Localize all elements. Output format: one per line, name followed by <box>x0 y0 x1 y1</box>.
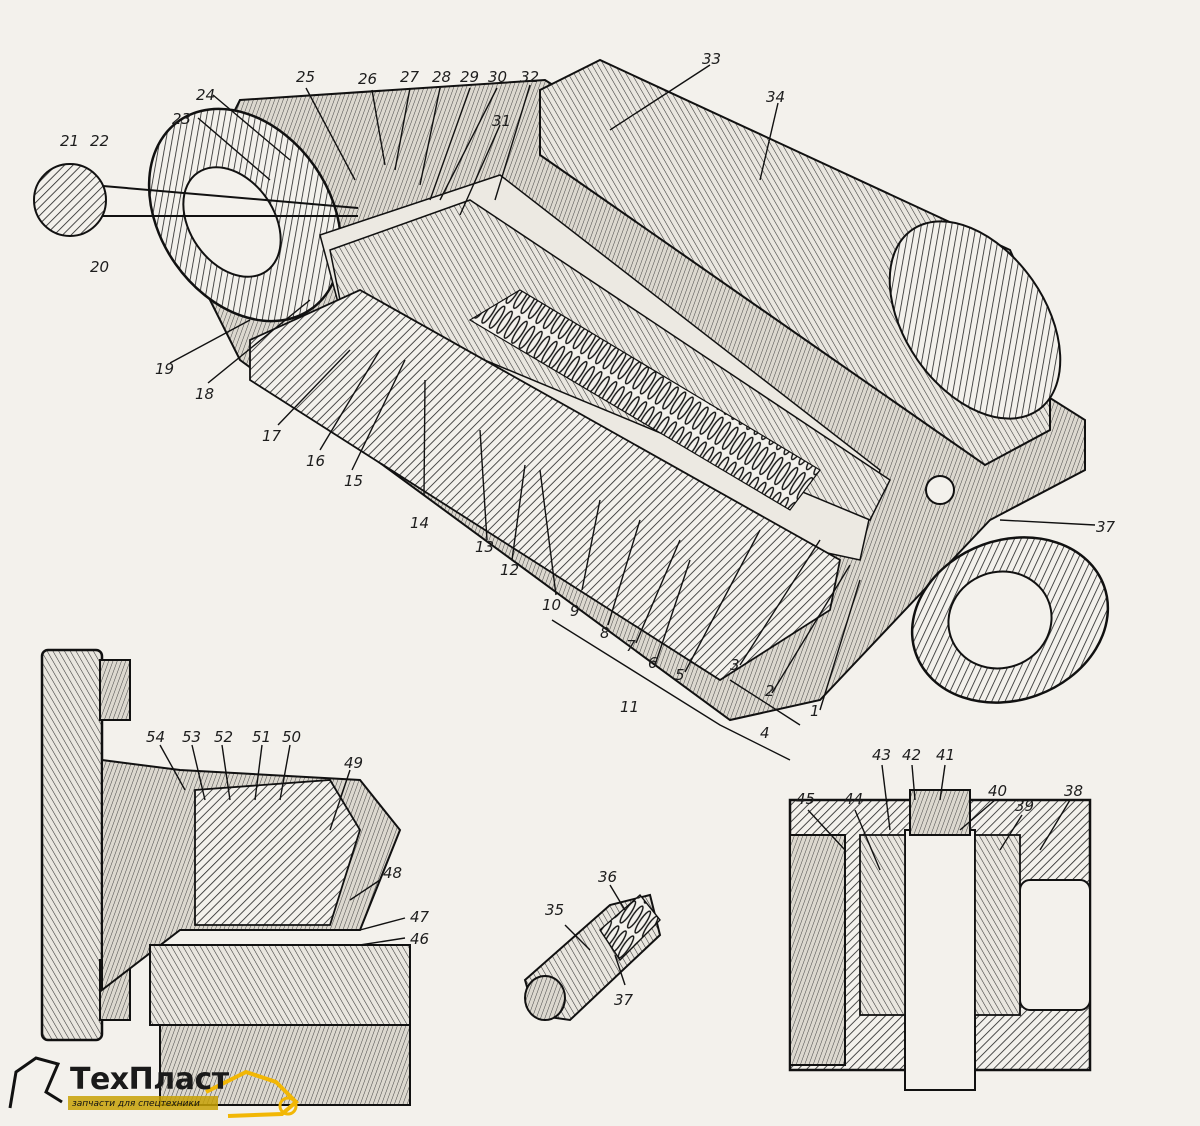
callout-40: 40 <box>988 782 1007 800</box>
callout-54: 54 <box>146 728 165 746</box>
callout-44: 44 <box>844 790 863 808</box>
callout-11: 11 <box>620 698 639 716</box>
callout-16: 16 <box>306 452 325 470</box>
plug-detail <box>925 475 955 505</box>
callout-51: 51 <box>252 728 271 746</box>
right-bushing <box>974 834 1021 1016</box>
callout-10: 10 <box>542 596 561 614</box>
callout-7: 7 <box>626 637 636 655</box>
callout-49: 49 <box>344 754 363 772</box>
callout-33: 33 <box>702 50 721 68</box>
callout-25: 25 <box>296 68 315 86</box>
callout-27: 27 <box>400 68 420 86</box>
callout-4: 4 <box>760 724 770 742</box>
callout-13: 13 <box>475 538 494 556</box>
callout-48: 48 <box>383 864 402 882</box>
bearing-section <box>194 779 361 926</box>
callout-20: 20 <box>90 258 109 276</box>
lower-wall <box>249 288 842 682</box>
callout-34: 34 <box>766 88 785 106</box>
logo-name: ТехПласт <box>70 1062 229 1097</box>
upper-housing-end-cap <box>888 220 1062 420</box>
bottom-left-assembly <box>40 648 411 1106</box>
callout-6: 6 <box>648 654 658 672</box>
cylinder-assembly <box>33 58 1110 722</box>
callout-46: 46 <box>410 930 429 948</box>
callout-42: 42 <box>902 746 921 764</box>
excavator-logo-icon <box>8 1056 299 1118</box>
lower-block <box>149 944 411 1026</box>
callout-2: 2 <box>765 682 775 700</box>
callout-labels: 1 2 3 4 5 6 7 8 9 10 11 12 13 14 15 16 1… <box>60 50 1116 1009</box>
callout-36: 36 <box>598 868 617 886</box>
callout-47: 47 <box>410 908 430 926</box>
callout-37b: 37 <box>1096 518 1116 536</box>
callout-28: 28 <box>432 68 451 86</box>
callout-5: 5 <box>675 666 685 684</box>
flange-bolt-upper <box>99 659 131 721</box>
hinge-window <box>1019 879 1091 1011</box>
right-eye-bore <box>947 570 1053 670</box>
callout-21: 21 <box>60 132 79 150</box>
callout-23: 23 <box>172 110 191 128</box>
callout-12: 12 <box>500 561 519 579</box>
callout-35: 35 <box>545 901 564 919</box>
spring <box>468 289 821 511</box>
callout-38: 38 <box>1064 782 1083 800</box>
callout-50: 50 <box>282 728 301 746</box>
callout-24: 24 <box>196 86 215 104</box>
callout-53: 53 <box>182 728 201 746</box>
callout-3: 3 <box>730 656 740 674</box>
callout-32: 32 <box>520 68 539 86</box>
callout-8: 8 <box>600 624 610 642</box>
callout-52: 52 <box>214 728 233 746</box>
callout-30: 30 <box>488 68 507 86</box>
ball-pin-thread <box>599 893 661 962</box>
logo-tagline: запчасти для спецтехники <box>72 1099 200 1109</box>
mount-flange <box>40 648 104 1042</box>
callout-18: 18 <box>195 385 214 403</box>
magnifier-line-top <box>102 185 359 209</box>
left-bushing <box>859 834 906 1016</box>
callout-39: 39 <box>1015 797 1034 815</box>
callout-37a: 37 <box>614 991 634 1009</box>
callout-15: 15 <box>344 472 363 490</box>
side-rings <box>789 834 846 1066</box>
ball-pin-head <box>524 975 566 1021</box>
detail-magnifier <box>33 163 107 237</box>
callout-19: 19 <box>155 360 174 378</box>
callout-1: 1 <box>810 702 820 720</box>
callout-45: 45 <box>796 790 815 808</box>
callout-31: 31 <box>492 112 511 130</box>
callout-41: 41 <box>936 746 955 764</box>
hinge-pin <box>904 829 976 1091</box>
callout-26: 26 <box>358 70 377 88</box>
callout-9: 9 <box>570 602 580 620</box>
callout-43: 43 <box>872 746 891 764</box>
bottom-right-section <box>788 789 1092 1091</box>
callout-14: 14 <box>410 514 429 532</box>
callout-29: 29 <box>460 68 479 86</box>
ball-pin-part <box>523 893 662 1022</box>
callout-22: 22 <box>90 132 109 150</box>
leader-lines <box>159 64 1096 986</box>
callout-17: 17 <box>262 427 282 445</box>
company-logo: ТехПласт запчасти для спецтехники <box>6 1052 306 1122</box>
